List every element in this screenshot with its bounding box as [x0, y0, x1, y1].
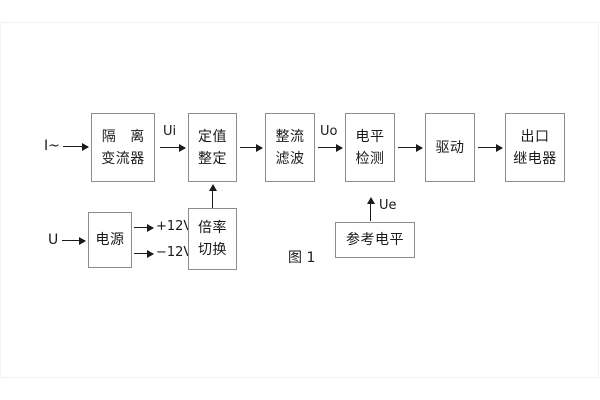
block-line: 隔 离 — [101, 128, 150, 145]
block-line: 驱动 — [435, 139, 465, 156]
block-drive[interactable]: 驱动 — [425, 113, 475, 182]
block-line: 电源 — [95, 232, 125, 248]
ui-signal-label: Ui — [163, 124, 177, 139]
minus-12v-label: −12V — [156, 245, 193, 260]
block-line: 倍率 — [198, 220, 227, 236]
block-output-relay[interactable]: 出口 继电器 — [505, 113, 565, 182]
block-line: 定值 — [198, 128, 227, 145]
block-line: 整定 — [198, 150, 227, 167]
outer-frame — [0, 22, 599, 378]
block-line: 切换 — [198, 242, 227, 258]
block-line: 变流器 — [101, 150, 145, 167]
block-line: 出口 — [520, 128, 550, 145]
arrow-current-input-to-isolation — [63, 142, 89, 151]
block-line: 检测 — [355, 150, 385, 167]
arrow-reference-to-level-detection — [366, 197, 375, 221]
block-line: 整流 — [275, 128, 305, 145]
plus-12v-label: +12V — [156, 219, 193, 234]
block-isolation-current-transformer[interactable]: 隔 离 变流器 — [91, 113, 155, 182]
arrow-power-plus-12v — [134, 223, 154, 232]
arrow-power-minus-12v — [134, 249, 154, 258]
block-power-supply[interactable]: 电源 — [88, 212, 132, 268]
arrow-isolation-to-setting — [160, 143, 186, 152]
block-level-detection[interactable]: 电平 检测 — [345, 113, 395, 182]
arrow-rectifier-to-level-detection — [318, 143, 343, 152]
block-setting-value[interactable]: 定值 整定 — [188, 113, 237, 182]
block-multiplier-switch[interactable]: 倍率 切换 — [188, 208, 237, 270]
ue-signal-label: Ue — [379, 198, 397, 213]
block-line: 电平 — [355, 128, 385, 145]
arrow-setting-to-rectifier — [240, 143, 263, 152]
voltage-input-label: U — [48, 232, 59, 248]
arrow-voltage-input-to-power-supply — [62, 236, 86, 245]
figure-caption: 图 1 — [288, 250, 316, 266]
arrow-drive-to-output-relay — [478, 143, 503, 152]
uo-signal-label: Uo — [320, 124, 338, 139]
block-line: 滤波 — [275, 150, 305, 167]
block-reference-level[interactable]: 参考电平 — [335, 222, 415, 258]
block-rectifier-filter[interactable]: 整流 滤波 — [265, 113, 315, 182]
block-line: 继电器 — [513, 150, 557, 167]
current-input-label: I~ — [44, 138, 60, 154]
arrow-multiplier-to-setting — [208, 184, 217, 208]
block-line: 参考电平 — [346, 232, 404, 248]
arrow-level-detection-to-drive — [398, 143, 423, 152]
